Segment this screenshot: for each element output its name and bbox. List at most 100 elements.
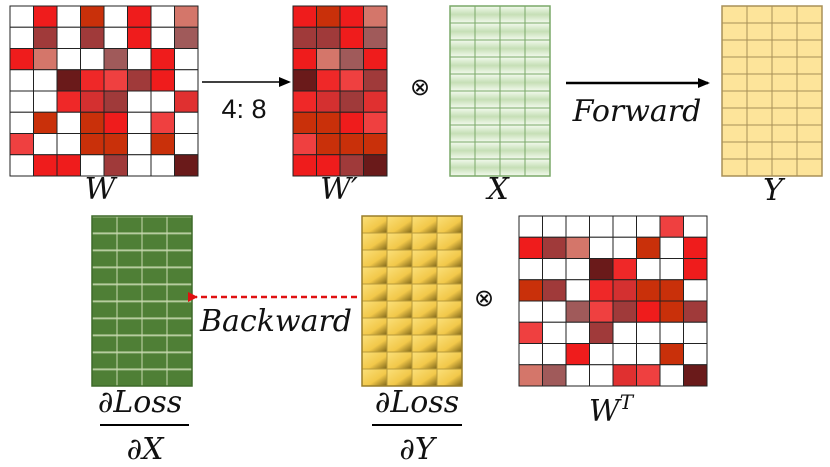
y-cell <box>771 5 798 24</box>
w-label: W <box>85 172 118 207</box>
matrix-cell <box>316 69 341 92</box>
w-transpose-label: WT <box>589 390 635 429</box>
matrix-cell <box>363 111 388 134</box>
matrix-cell <box>659 236 684 259</box>
matrix-cell <box>127 154 152 177</box>
x-cell <box>449 73 476 92</box>
y-cell <box>771 141 798 160</box>
matrix-cell <box>659 258 684 281</box>
dx-cell <box>116 232 143 251</box>
y-cell <box>746 107 773 126</box>
y-cell <box>771 107 798 126</box>
sparsity-label: 4: 8 <box>221 94 266 124</box>
x-cell <box>449 141 476 160</box>
matrix-cell <box>542 364 567 387</box>
matrix-border <box>361 215 463 387</box>
x-cell <box>499 56 526 75</box>
dy-cell <box>436 351 463 370</box>
dloss-dx-denominator: ∂X <box>127 432 166 467</box>
y-cell <box>771 39 798 58</box>
dx-cell <box>166 232 193 251</box>
matrix-cell <box>80 111 105 134</box>
matrix-cell <box>542 215 567 238</box>
matrix-cell <box>565 364 590 387</box>
dy-cell <box>436 215 463 234</box>
dx-cell <box>166 300 193 319</box>
y-cell <box>771 22 798 41</box>
dy-cell <box>386 351 413 370</box>
matrix-cell <box>33 90 58 113</box>
y-cell <box>796 39 823 58</box>
matrix-cell <box>683 258 708 281</box>
forward-label: Forward <box>572 94 702 129</box>
x-cell <box>449 5 476 24</box>
matrix-cell <box>9 90 34 113</box>
y-cell <box>721 141 748 160</box>
y-cell <box>796 90 823 109</box>
matrix-cell <box>316 111 341 134</box>
x-cell <box>474 56 501 75</box>
y-cell <box>796 124 823 143</box>
dx-cell <box>116 266 143 285</box>
matrix-cell <box>56 69 81 92</box>
matrix-cell <box>363 5 388 28</box>
dx-cell <box>116 317 143 336</box>
matrix-cell <box>56 111 81 134</box>
y-matrix <box>721 5 823 177</box>
matrix-cell <box>518 321 543 344</box>
matrix-cell <box>150 5 175 28</box>
x-cell <box>474 141 501 160</box>
matrix-cell <box>316 90 341 113</box>
y-cell <box>796 141 823 160</box>
matrix-cell <box>339 26 364 49</box>
matrix-cell <box>589 215 614 238</box>
matrix-cell <box>174 133 199 156</box>
dy-cell <box>436 249 463 268</box>
dx-cell <box>141 317 168 336</box>
matrix-cell <box>612 300 637 323</box>
matrix-cell <box>659 364 684 387</box>
dy-cell <box>411 368 438 387</box>
dy-cell <box>411 317 438 336</box>
x-cell <box>524 158 551 177</box>
dx-cell <box>91 368 118 387</box>
dx-cell <box>91 249 118 268</box>
x-cell <box>449 124 476 143</box>
dy-cell <box>386 283 413 302</box>
matrix-cell <box>636 321 661 344</box>
matrix-cell <box>683 236 708 259</box>
dy-cell <box>411 283 438 302</box>
dy-cell <box>386 300 413 319</box>
matrix-cell <box>292 111 317 134</box>
dy-cell <box>411 266 438 285</box>
y-cell <box>721 124 748 143</box>
dy-cell <box>436 266 463 285</box>
x-cell <box>474 5 501 24</box>
x-cell <box>524 124 551 143</box>
dx-cell <box>91 334 118 353</box>
x-cell <box>449 22 476 41</box>
matrix-cell <box>565 258 590 281</box>
dy-cell <box>411 232 438 251</box>
x-cell <box>474 124 501 143</box>
dy-cell <box>386 334 413 353</box>
dy-cell <box>436 300 463 319</box>
dloss-dy-matrix <box>361 215 463 387</box>
matrix-cell <box>589 343 614 366</box>
matrix-cell <box>103 48 128 71</box>
matrix-cell <box>80 26 105 49</box>
matrix-cell <box>339 133 364 156</box>
matrix-cell <box>9 133 34 156</box>
matrix-cell <box>612 321 637 344</box>
x-cell <box>449 56 476 75</box>
dx-cell <box>141 368 168 387</box>
y-label: Y <box>763 173 786 208</box>
matrix-cell <box>103 26 128 49</box>
matrix-cell <box>565 300 590 323</box>
matrix-cell <box>33 69 58 92</box>
matrix-cell <box>339 69 364 92</box>
y-cell <box>796 22 823 41</box>
matrix-cell <box>127 5 152 28</box>
dy-cell <box>436 368 463 387</box>
